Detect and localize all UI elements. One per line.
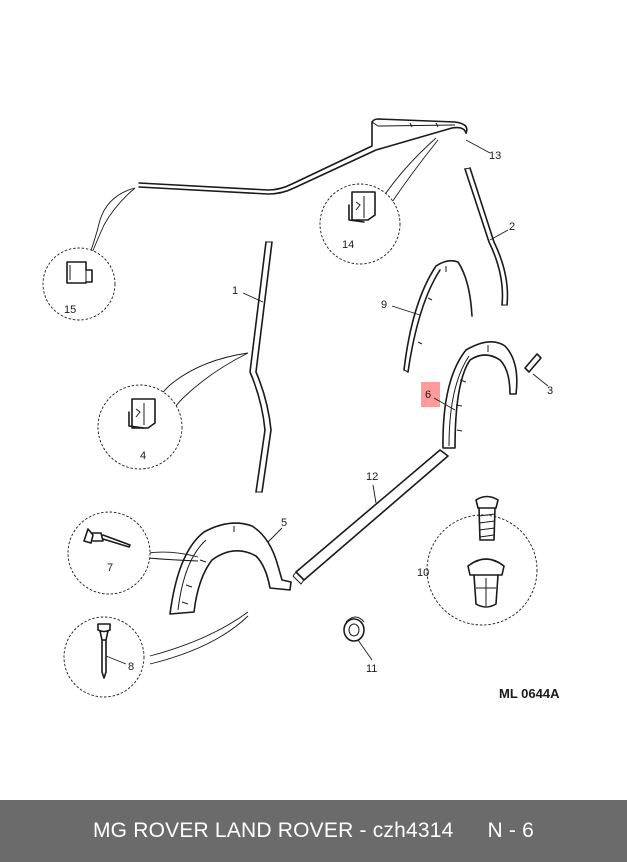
callout-4: 4 <box>140 450 146 462</box>
callout-7: 7 <box>107 562 113 574</box>
drawing-code: ML 0644A <box>499 686 560 701</box>
part-12-sill-moulding <box>292 449 449 585</box>
detail-14-circle <box>319 183 401 265</box>
detail-8-circle <box>63 616 145 698</box>
part-2-pillar-moulding <box>464 167 509 306</box>
detail-15-circle <box>42 247 116 321</box>
callout-5: 5 <box>281 517 287 529</box>
part-10-fastener <box>467 558 505 608</box>
callout-14: 14 <box>342 239 354 251</box>
callout-10: 10 <box>417 567 429 579</box>
part-11-grommet <box>343 616 365 642</box>
part-10-screw <box>475 495 499 541</box>
footer-page: N - 6 <box>487 819 535 842</box>
part-9-arch-strip <box>403 259 473 373</box>
part-1-pillar-moulding <box>249 241 273 493</box>
callout-2: 2 <box>509 221 515 233</box>
part-4-clip <box>128 398 156 429</box>
detail-7-circle <box>67 511 151 595</box>
footer-bar: MG ROVER LAND ROVER - czh4314 N - 6 <box>0 800 627 862</box>
callout-8: 8 <box>128 661 134 673</box>
part-13-roof-moulding <box>138 118 468 195</box>
callout-1: 1 <box>232 285 238 297</box>
callout-3: 3 <box>547 385 553 397</box>
part-7-rivet <box>83 528 131 548</box>
callout-6-highlight <box>421 382 440 407</box>
footer-title: MG ROVER LAND ROVER - czh4314 <box>92 819 454 842</box>
parts-diagram: 13 15 14 2 1 <box>42 118 560 701</box>
callout-13: 13 <box>489 150 501 162</box>
detail-10-circle <box>426 514 538 626</box>
part-6-rear-wheel-arch <box>442 341 518 449</box>
part-14-clip <box>348 191 376 223</box>
part-15-clip <box>66 261 93 284</box>
callout-12: 12 <box>366 471 378 483</box>
callout-11: 11 <box>366 663 377 675</box>
callout-15: 15 <box>64 304 76 316</box>
part-5-front-wheel-arch <box>169 522 292 615</box>
part-3-pin <box>524 353 542 373</box>
part-8-rivet <box>97 623 111 679</box>
callout-9: 9 <box>381 299 387 311</box>
callout-6: 6 <box>425 389 431 401</box>
